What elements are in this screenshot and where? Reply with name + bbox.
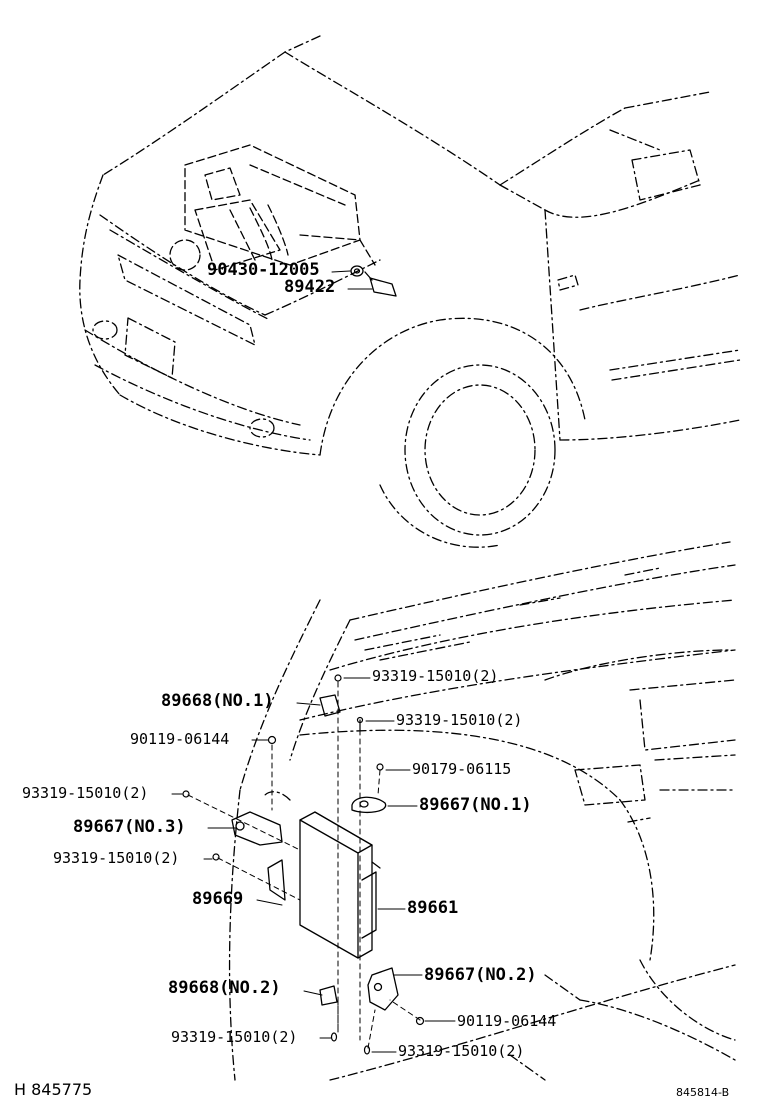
label-89661: 89661 <box>407 898 459 918</box>
part-90430-12005-washer <box>350 265 364 277</box>
label-89667-no3: 89667(NO.3) <box>73 817 186 837</box>
ecu-89661 <box>299 811 381 959</box>
bracket-89667-no1 <box>351 796 387 814</box>
label-89422: 89422 <box>284 277 336 297</box>
label-90179-06115: 90179-06115 <box>412 760 512 778</box>
car-front-illustration <box>79 35 741 548</box>
footer-right-code: 845814-B <box>676 1086 730 1099</box>
label-89668-no1: 89668(NO.1) <box>161 691 274 711</box>
label-90430-12005: 90430-12005 <box>207 260 320 280</box>
label-93319-15010-b: 93319-15010(2) <box>396 711 523 729</box>
leader-lines <box>171 270 456 1053</box>
clip-89668-no2 <box>319 985 338 1006</box>
label-89669: 89669 <box>192 889 244 909</box>
fasteners <box>182 674 425 1055</box>
dashboard-illustration <box>228 541 736 1081</box>
label-89667-no1: 89667(NO.1) <box>419 795 532 815</box>
label-93319-15010-left2: 93319-15010(2) <box>53 849 180 867</box>
engine-illustration <box>169 144 376 271</box>
label-90119-06144-b: 90119-06144 <box>457 1012 557 1030</box>
part-89422-sensor <box>364 271 397 297</box>
label-89667-no2: 89667(NO.2) <box>424 965 537 985</box>
clip-89668-no1 <box>319 694 341 717</box>
label-89668-no2: 89668(NO.2) <box>168 978 281 998</box>
bracket-89667-no2 <box>367 967 399 1011</box>
label-90119-06144-a: 90119-06144 <box>130 730 230 748</box>
bracket-89667-no3 <box>231 811 283 846</box>
assembly-lines <box>187 681 421 1049</box>
label-93319-15010-bottom1: 93319-15010(2) <box>171 1028 298 1046</box>
label-93319-15010-top: 93319-15010(2) <box>372 667 499 685</box>
bracket-89669 <box>267 859 286 901</box>
label-93319-15010-bottom2: 93319-15010(2) <box>398 1042 525 1060</box>
label-93319-15010-left1: 93319-15010(2) <box>22 784 149 802</box>
footer-left-code: H 845775 <box>14 1080 93 1099</box>
